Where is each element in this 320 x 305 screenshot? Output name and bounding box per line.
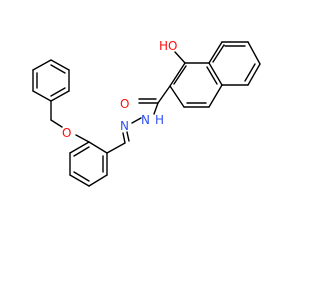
- bond: [153, 102, 159, 115]
- bond: [50, 90, 70, 102]
- bond: [157, 85, 171, 104]
- bond: [88, 174, 108, 187]
- naphthalene-ring-b: [208, 41, 261, 86]
- benzyl-phenyl-ring: [32, 59, 70, 102]
- bond: [32, 90, 52, 102]
- bond: [173, 65, 187, 85]
- molecule-structure: HO O N H N O: [32, 39, 261, 187]
- bond: [50, 59, 70, 71]
- bond: [169, 85, 185, 108]
- bond: [244, 63, 256, 82]
- bond: [50, 64, 66, 74]
- amide-hydrogen-label: H: [155, 113, 164, 127]
- bond: [73, 171, 90, 182]
- amide-nitrogen-label: N: [141, 113, 150, 127]
- bond: [208, 41, 223, 64]
- bond: [206, 66, 218, 85]
- bond: [247, 41, 261, 65]
- bond: [126, 131, 130, 142]
- bond: [208, 84, 223, 108]
- bond: [131, 117, 142, 124]
- bond: [169, 62, 186, 87]
- bond: [50, 87, 66, 97]
- bond: [32, 59, 52, 71]
- naphthalene-ring-a: [169, 62, 223, 108]
- bond: [247, 63, 261, 86]
- benzyloxy-linker: [50, 100, 90, 143]
- carbonyl-group: [138, 85, 171, 104]
- bond: [73, 146, 90, 157]
- hydrazone-linker: [106, 102, 159, 154]
- bond: [75, 134, 90, 143]
- bond: [208, 62, 223, 86]
- bond: [69, 174, 90, 187]
- aryl-ring: [69, 141, 108, 187]
- bond: [174, 51, 186, 64]
- bond: [212, 44, 225, 63]
- bond: [50, 119, 63, 128]
- ether-oxygen-label: O: [62, 126, 71, 140]
- structure-canvas: HO O N H N O: [32, 39, 261, 187]
- bond: [122, 132, 126, 144]
- bond: [106, 142, 126, 154]
- imine-nitrogen-label: N: [120, 119, 129, 133]
- bond: [69, 141, 90, 154]
- hydroxyl-label: HO: [159, 39, 177, 53]
- carbonyl-oxygen-label: O: [120, 97, 129, 111]
- bond: [88, 141, 108, 154]
